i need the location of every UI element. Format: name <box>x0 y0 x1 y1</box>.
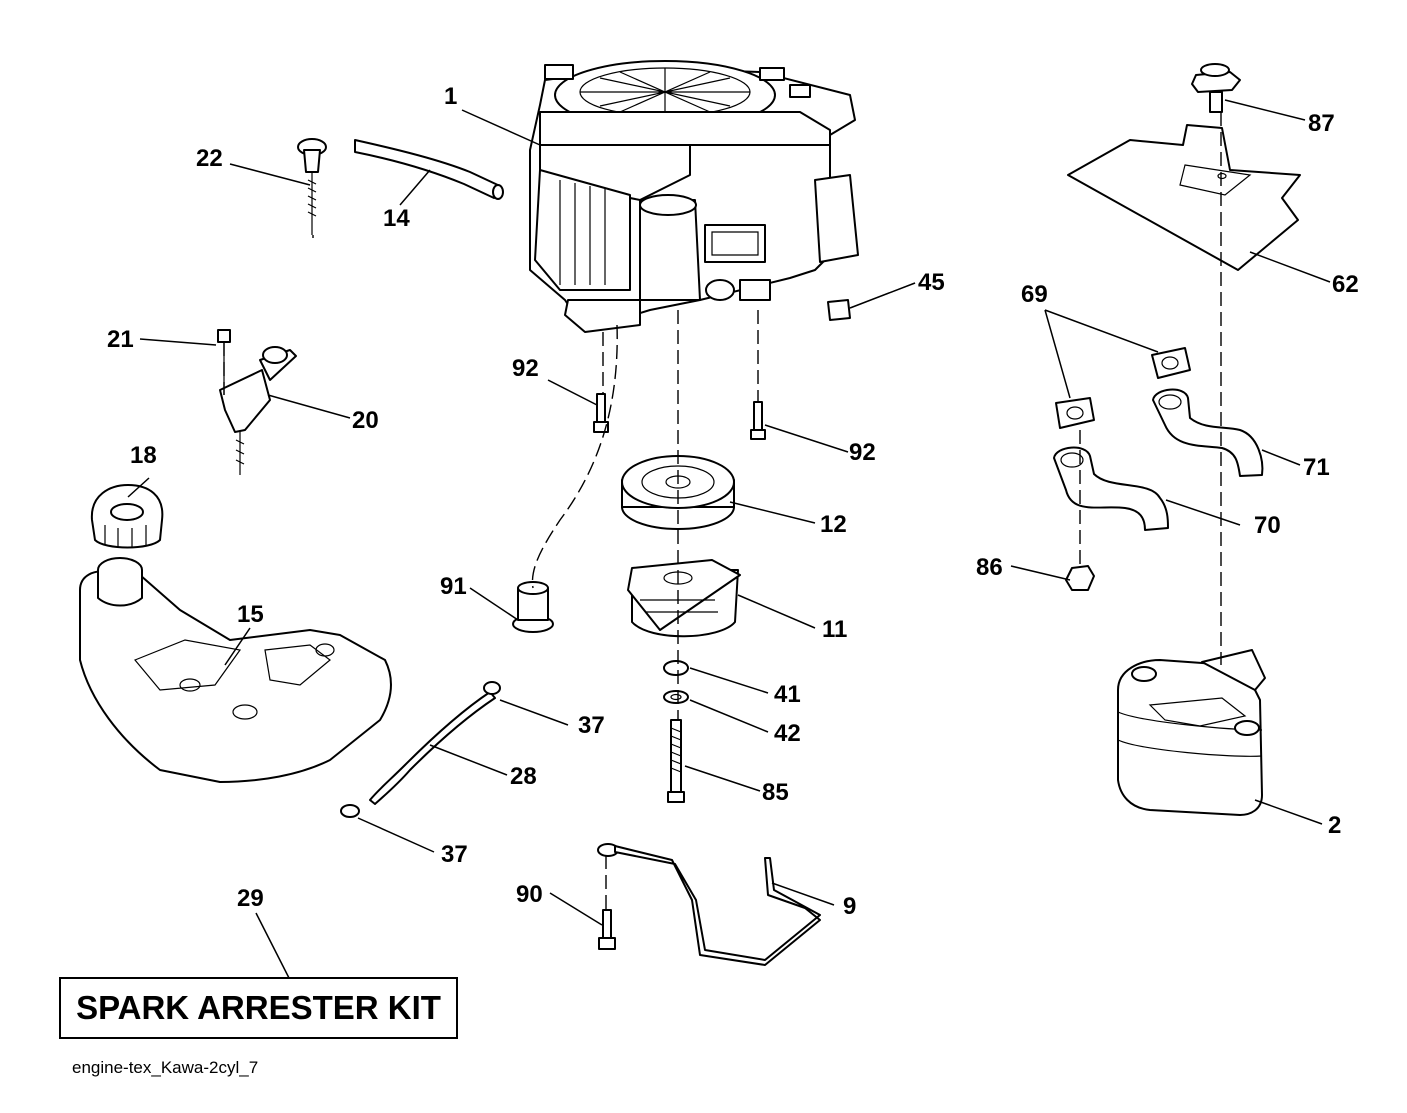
washer-part <box>663 660 689 704</box>
kit-label-text: SPARK ARRESTER KIT <box>76 989 441 1026</box>
callout-37-bottom: 37 <box>441 841 468 868</box>
callout-90: 90 <box>516 881 543 908</box>
callout-11: 11 <box>822 616 847 643</box>
callout-92-left: 92 <box>512 355 539 382</box>
callout-21: 21 <box>107 326 134 353</box>
throttle-control-part <box>217 329 297 475</box>
callout-12: 12 <box>820 511 847 538</box>
callout-69: 69 <box>1021 281 1048 308</box>
nut-part <box>1065 565 1095 591</box>
callout-1: 1 <box>444 83 457 110</box>
callout-71: 71 <box>1303 454 1330 481</box>
callout-14: 14 <box>383 205 410 232</box>
callout-92-right: 92 <box>849 439 876 466</box>
pulley-part <box>621 455 735 530</box>
muffler-part <box>1117 649 1266 816</box>
fuel-cap-part <box>90 484 164 549</box>
knob-part <box>1191 63 1241 113</box>
exhaust-pipe-part <box>1053 388 1264 531</box>
fuel-line-part <box>340 681 501 818</box>
callout-29: 29 <box>237 885 264 912</box>
callout-42: 42 <box>774 720 801 747</box>
gasket-part <box>1055 347 1191 429</box>
callout-15: 15 <box>237 601 264 628</box>
clutch-part <box>627 559 741 638</box>
callout-91: 91 <box>440 573 467 600</box>
callout-85: 85 <box>762 779 789 806</box>
callout-62: 62 <box>1332 271 1359 298</box>
callout-18: 18 <box>130 442 157 469</box>
callout-70: 70 <box>1254 512 1281 539</box>
callout-22: 22 <box>196 145 223 172</box>
heat-shield-part <box>1067 124 1301 271</box>
fuel-tank-part <box>79 557 392 783</box>
callout-37-top: 37 <box>578 712 605 739</box>
callout-45: 45 <box>918 269 945 296</box>
callout-20: 20 <box>352 407 379 434</box>
engine-part <box>529 60 859 333</box>
spark-arrester-kit-label: SPARK ARRESTER KIT <box>59 977 458 1039</box>
bolt-part <box>593 393 766 440</box>
bracket-part <box>597 843 821 966</box>
callout-86: 86 <box>976 554 1003 581</box>
callout-28: 28 <box>510 763 537 790</box>
callout-9: 9 <box>843 893 856 920</box>
grommet-part <box>512 581 554 633</box>
hose-part <box>354 139 504 200</box>
bolt-part <box>667 719 685 803</box>
dipstick-part <box>297 138 327 235</box>
leader-lines <box>127 99 1331 979</box>
callout-87: 87 <box>1308 110 1335 137</box>
callout-41: 41 <box>774 681 801 708</box>
callout-2: 2 <box>1328 812 1341 839</box>
diagram-id: engine-tex_Kawa-2cyl_7 <box>72 1058 259 1077</box>
callout-labels: 1 22 14 45 87 62 69 21 20 92 92 18 12 71… <box>107 83 1359 920</box>
